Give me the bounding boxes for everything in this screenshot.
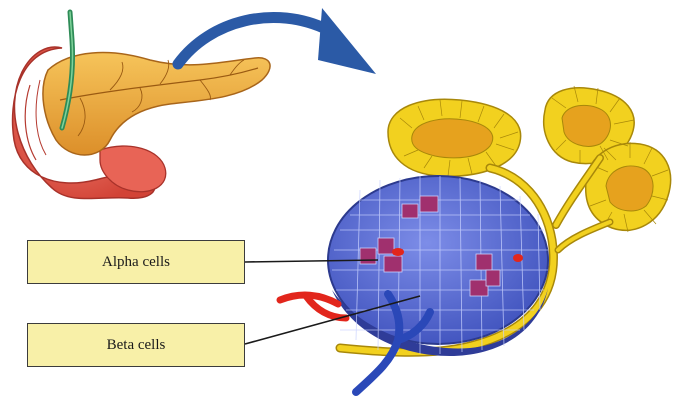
beta-cells-label: Beta cells — [27, 323, 245, 367]
pancreas-organ — [13, 12, 271, 199]
pancreas-body — [43, 53, 270, 155]
alpha-cells-label: Alpha cells — [27, 240, 245, 284]
artery — [280, 295, 346, 318]
